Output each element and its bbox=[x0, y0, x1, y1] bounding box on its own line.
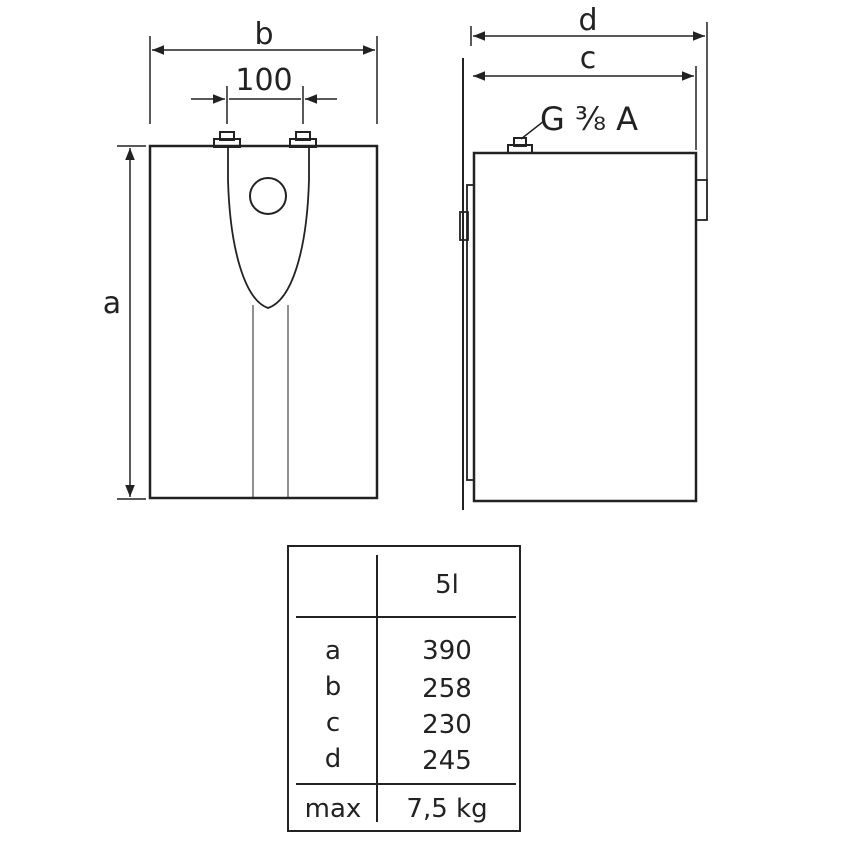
table-divider-header bbox=[296, 616, 516, 618]
table-row-value: 258 bbox=[422, 674, 472, 704]
label-a: a bbox=[103, 286, 121, 321]
label-c: c bbox=[580, 41, 597, 76]
thread-leader-line bbox=[520, 120, 545, 140]
dimension-100 bbox=[191, 86, 337, 124]
wall-bracket bbox=[466, 184, 475, 481]
table-header-volume: 5l bbox=[435, 570, 459, 600]
wall-hook bbox=[459, 211, 469, 241]
spec-table: 5l a 390 b 258 c 230 d 245 max 7,5 kg bbox=[287, 545, 521, 832]
front-panel-oval bbox=[227, 148, 310, 309]
table-footer-value: 7,5 kg bbox=[406, 794, 488, 824]
label-100: 100 bbox=[235, 63, 292, 98]
table-row-key: b bbox=[324, 672, 342, 702]
side-body bbox=[472, 151, 698, 503]
pipe-connector-left bbox=[213, 131, 241, 148]
table-row-value: 390 bbox=[422, 636, 472, 666]
front-view bbox=[148, 131, 379, 500]
label-b: b bbox=[254, 17, 273, 52]
label-thread: G ⅜ A bbox=[540, 100, 638, 138]
dimension-a bbox=[117, 145, 146, 500]
table-divider-vertical bbox=[376, 555, 378, 822]
dimension-c bbox=[473, 66, 697, 150]
table-row-key: c bbox=[325, 708, 341, 738]
dimension-d bbox=[470, 22, 708, 180]
table-row-value: 230 bbox=[422, 710, 472, 740]
table-row-value: 245 bbox=[422, 746, 472, 776]
table-divider-footer bbox=[296, 783, 516, 785]
table-row-key: a bbox=[325, 636, 341, 666]
front-body bbox=[148, 144, 379, 500]
side-view bbox=[459, 58, 708, 510]
pipe-connector-right bbox=[289, 131, 317, 148]
label-d: d bbox=[578, 3, 597, 38]
front-indicator-circle bbox=[249, 177, 287, 215]
side-pipe-connector bbox=[507, 137, 533, 154]
dimension-b bbox=[149, 36, 378, 124]
table-row-key: d bbox=[324, 744, 342, 774]
dimension-drawing: b 100 a G ⅜ A d c bbox=[103, 3, 708, 510]
table-footer-key: max bbox=[304, 794, 362, 824]
side-back-cap bbox=[695, 179, 708, 221]
